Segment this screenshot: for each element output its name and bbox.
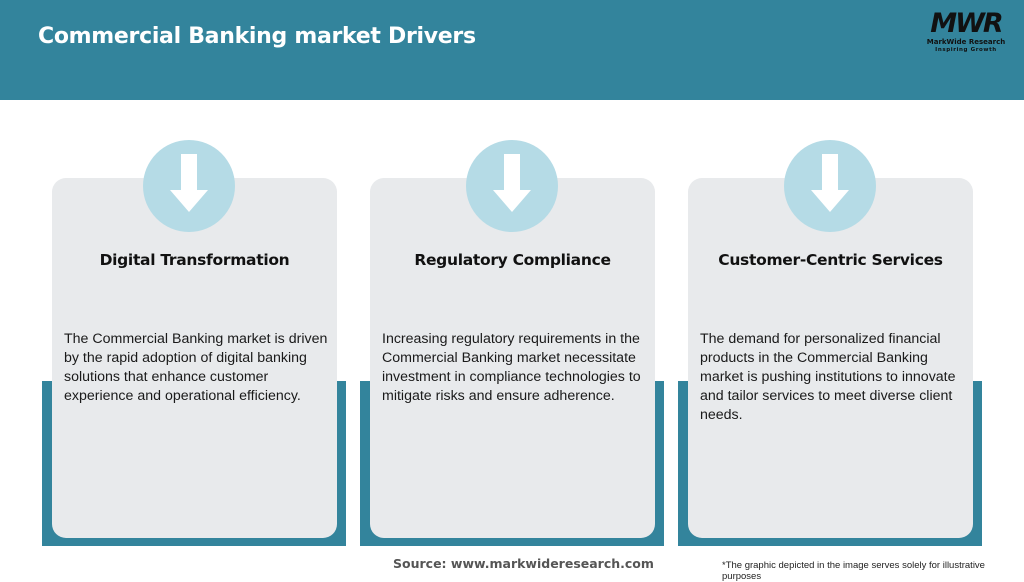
arrow-down-icon	[493, 154, 531, 212]
driver-card-customer-centric-services: Customer-Centric Services The demand for…	[688, 178, 973, 538]
arrow-down-icon	[811, 154, 849, 212]
logo-name: MarkWide Research	[926, 38, 1006, 46]
icon-circle	[466, 140, 558, 232]
source-citation: Source: www.markwideresearch.com	[393, 556, 654, 571]
logo-tagline: Inspiring Growth	[935, 47, 997, 53]
icon-circle	[143, 140, 235, 232]
driver-card-regulatory-compliance: Regulatory Compliance Increasing regulat…	[370, 178, 655, 538]
card-title: Customer-Centric Services	[718, 251, 943, 269]
card-description: The demand for personalized financial pr…	[700, 331, 956, 423]
card-title: Digital Transformation	[99, 251, 290, 269]
driver-card-digital-transformation: Digital Transformation The Commercial Ba…	[52, 178, 337, 538]
logo-mark: MWR	[930, 8, 1003, 39]
card-description: Increasing regulatory requirements in th…	[382, 331, 641, 404]
markwide-logo: MWR MarkWide Research Inspiring Growth	[924, 10, 1008, 56]
icon-circle	[784, 140, 876, 232]
arrow-down-icon	[170, 154, 208, 212]
card-description: The Commercial Banking market is driven …	[64, 331, 328, 404]
disclaimer-note: *The graphic depicted in the image serve…	[722, 560, 985, 582]
card-title: Regulatory Compliance	[414, 251, 611, 269]
header-banner: Commercial Banking market Drivers MWR Ma…	[0, 0, 1024, 100]
page-title: Commercial Banking market Drivers	[38, 24, 476, 49]
